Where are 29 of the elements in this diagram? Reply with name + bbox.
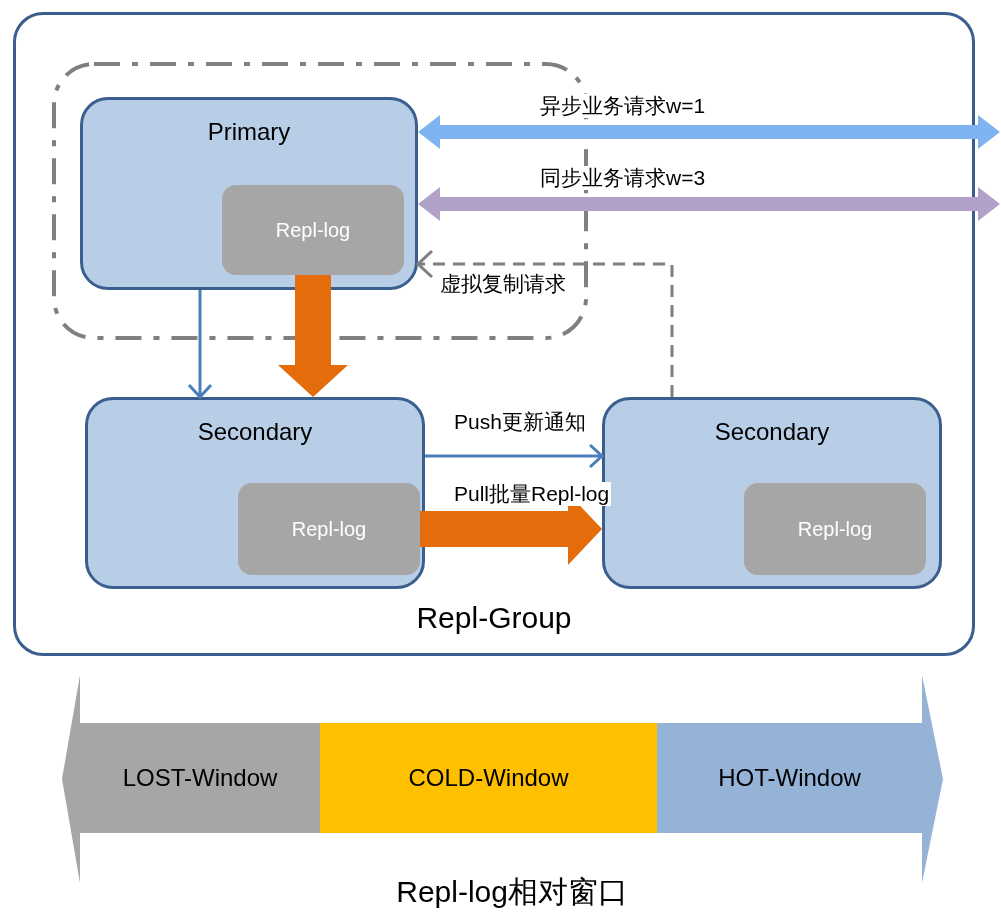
- arrow: [418, 187, 1000, 221]
- edge-label: 同步业务请求w=3: [538, 166, 708, 191]
- arrow: [425, 443, 604, 469]
- log-panel: [222, 185, 404, 275]
- arrow: [187, 290, 213, 399]
- node-title: Primary: [207, 118, 291, 146]
- node-title: Secondary: [197, 418, 313, 446]
- window-title: COLD-Window: [407, 763, 570, 794]
- log-panel: [238, 483, 420, 575]
- edge-label: Push更新通知: [452, 410, 588, 435]
- log-panel: [744, 483, 926, 575]
- edge-label: 虚拟复制请求: [438, 272, 568, 297]
- node-title: Secondary: [714, 418, 830, 446]
- caption: Repl-log相对窗口: [396, 874, 628, 910]
- log-title: Repl-log: [291, 517, 367, 541]
- server-box: [80, 97, 418, 290]
- window-segment: [320, 723, 657, 833]
- edge-label: Pull批量Repl-log: [452, 482, 612, 507]
- server-box: [85, 397, 425, 589]
- log-title: Repl-log: [797, 517, 873, 541]
- edge-label: 异步业务请求w=1: [538, 94, 708, 119]
- log-title: Repl-log: [275, 218, 351, 242]
- window-title: LOST-Window: [121, 763, 279, 794]
- group-frame: [13, 12, 975, 656]
- arrow: [418, 115, 1000, 149]
- window-title: HOT-Window: [717, 763, 862, 794]
- group-title: Repl-Group: [416, 601, 572, 635]
- arrow: [278, 275, 348, 397]
- arrow: [416, 249, 674, 397]
